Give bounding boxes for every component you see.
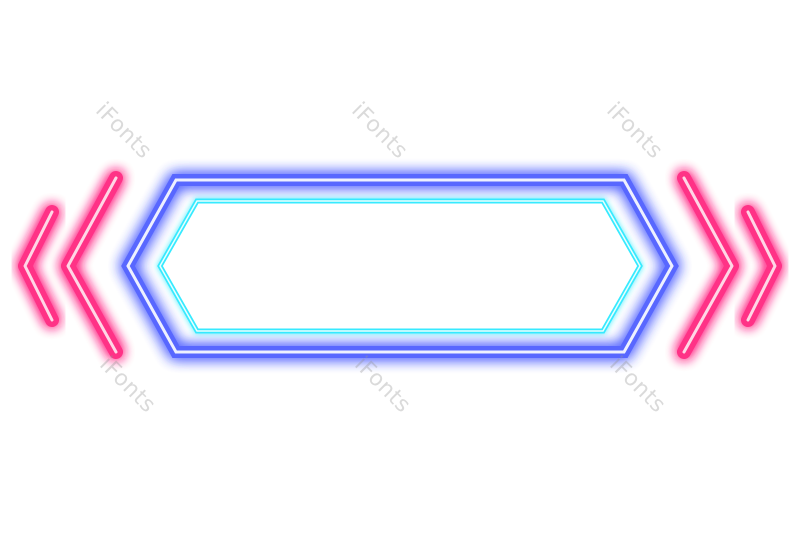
right-inner-chevron-core — [746, 210, 777, 322]
right-outer-chevron-core — [682, 176, 734, 354]
right-inner-chevron-glow — [741, 205, 782, 327]
hexagon-frame-inner — [157, 198, 643, 334]
left-outer-chevron-glow — [61, 171, 123, 359]
double-chevron-left-icon — [18, 171, 123, 359]
hexagon-frame-outer — [121, 174, 679, 358]
left-inner-chevron-core — [23, 210, 54, 322]
right-outer-chevron-glow — [677, 171, 739, 359]
left-inner-chevron-glow — [18, 205, 59, 327]
inner-frame-glow — [157, 198, 643, 334]
outer-frame-core — [126, 178, 674, 354]
double-chevron-right-icon — [677, 171, 782, 359]
left-outer-chevron-core — [66, 176, 118, 354]
inner-frame-core — [159, 200, 641, 332]
